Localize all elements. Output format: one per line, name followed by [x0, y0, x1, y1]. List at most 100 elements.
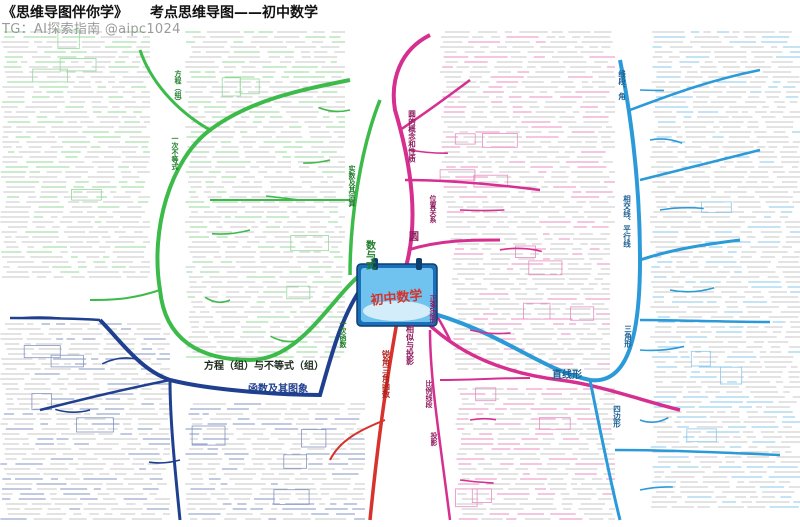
texture-box — [690, 350, 711, 367]
texture-box — [523, 302, 551, 320]
texture-box — [23, 345, 61, 359]
branch-magenta-sub2 — [404, 178, 541, 192]
texture-box — [59, 58, 97, 72]
texture-box — [475, 387, 497, 402]
label-eq-sys: 方程（组） — [174, 69, 183, 105]
branch-twig — [266, 195, 301, 201]
branch-twig — [318, 106, 351, 113]
label-linear-func: 一次函数 — [339, 320, 348, 349]
texture-box — [57, 29, 80, 49]
branch-twig — [303, 159, 331, 164]
branch-twig — [23, 316, 61, 319]
branch-magenta-sub1 — [407, 238, 501, 252]
label-trig: 锐角三角函数 — [381, 349, 391, 399]
branch-twig — [659, 206, 704, 211]
branch-magenta-lower-sub2 — [439, 377, 531, 381]
texture-box — [283, 454, 307, 469]
texture-box — [471, 488, 492, 503]
texture-box — [701, 201, 732, 213]
texture-box — [454, 133, 476, 145]
label-functions: 函数及其图象 — [248, 382, 308, 395]
branch-twig — [204, 296, 231, 304]
branch-navy-sub2 — [39, 378, 171, 412]
texture-box — [290, 235, 329, 252]
branch-green-sub4 — [89, 289, 161, 301]
branch-twig — [669, 287, 715, 293]
label-shadow: 投影 — [430, 431, 438, 447]
branch-blue-main — [419, 59, 643, 383]
branch-magenta-sub3 — [399, 78, 471, 132]
texture-box — [539, 417, 571, 430]
branch-twig — [639, 345, 685, 352]
branch-twig — [55, 408, 91, 413]
texture-box — [221, 77, 241, 97]
texture-box — [50, 354, 84, 368]
label-ratio: 比例线段 — [425, 379, 433, 409]
label-similarity: 相似与投影 — [406, 324, 415, 366]
header-title-right: 考点思维导图——初中数学 — [150, 5, 318, 21]
texture-box — [473, 174, 509, 188]
texture-box — [76, 417, 114, 433]
branch-blue-sub6 — [614, 448, 781, 457]
branch-red-main — [368, 304, 402, 521]
texture-box — [32, 68, 69, 83]
texture-box — [439, 169, 476, 181]
branch-twig — [459, 479, 494, 484]
texture-box — [570, 306, 595, 321]
texture-box — [300, 429, 327, 448]
branch-magenta-lower — [403, 298, 681, 412]
label-triangle: 三角形 — [623, 325, 632, 349]
label-circle-pos: 位置关系 — [429, 194, 437, 224]
branch-green-sub1 — [348, 99, 382, 276]
label-real-num: 实数及其运算 — [348, 164, 357, 208]
branch-magenta-lower-sub — [428, 329, 452, 521]
branch-twig — [211, 229, 251, 235]
branch-green-main — [155, 78, 362, 363]
center-badge-label: 初中数学 — [370, 287, 423, 308]
twig-layer — [23, 89, 715, 491]
label-quad: 四边形 — [612, 405, 621, 429]
label-lines: 直线形 — [552, 368, 582, 381]
label-equations: 方程（组）与不等式（组） — [204, 359, 324, 372]
branch-green-sub2 — [138, 49, 211, 132]
branch-twig — [459, 209, 505, 212]
texture-box — [191, 425, 226, 446]
branch-twig — [101, 357, 141, 365]
header-title-left: 《思维导图伴你学》 — [2, 5, 128, 21]
branch-blue-sub4 — [588, 379, 622, 521]
texture-box — [686, 428, 717, 443]
label-linear-ineq: 一次不等式 — [171, 135, 180, 171]
center-badge: 初中数学 — [356, 258, 438, 327]
branch-blue-sub3 — [629, 68, 761, 112]
branch-twig — [469, 417, 497, 421]
branch-magenta-main — [391, 33, 431, 271]
branch-red-sub1 — [329, 419, 386, 461]
branch-twig — [409, 149, 448, 155]
branch-navy-sub1 — [168, 379, 182, 521]
branch-blue-sub2 — [639, 148, 761, 182]
branch-twig — [499, 247, 543, 253]
label-num-expr: 数与式 — [364, 239, 376, 271]
texture-box — [720, 366, 743, 385]
texture-box — [528, 260, 563, 276]
branch-twig — [270, 335, 301, 343]
branch-blue-sub5 — [639, 318, 771, 324]
branch-blue-sub1 — [639, 238, 741, 262]
texture-box — [286, 285, 311, 300]
texture-box — [71, 188, 102, 201]
branch-twig — [639, 486, 673, 491]
texture-layer — [0, 29, 800, 520]
texture-box — [273, 489, 310, 505]
branch-twig — [148, 459, 181, 464]
texture-box — [455, 488, 478, 508]
label-para: 相交线、平行线 — [622, 194, 631, 249]
header-bar: 《思维导图伴你学》 考点思维导图——初中数学 — [0, 0, 800, 24]
label-angles: 线段、角 — [617, 69, 626, 102]
label-reg-poly: 正多边形 — [429, 295, 438, 324]
branch-twig — [649, 138, 683, 144]
texture-box — [482, 132, 518, 148]
watermark: TG：AI探索指南 @aipc1024 — [2, 22, 181, 37]
branch-twig — [639, 417, 669, 424]
texture-box — [515, 245, 537, 258]
